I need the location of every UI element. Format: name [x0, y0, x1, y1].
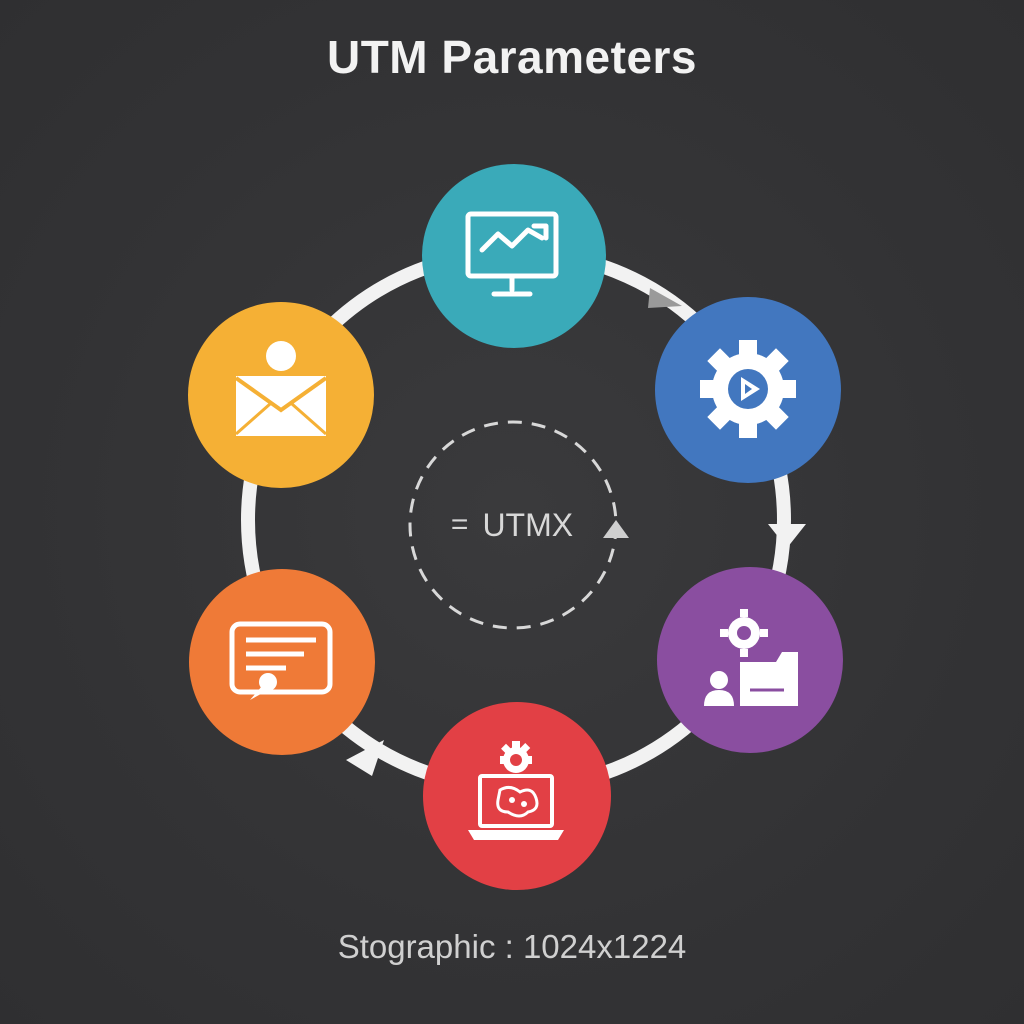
footer-caption: Stographic : 1024x1224 — [337, 928, 687, 965]
laptop-gear-icon — [468, 741, 564, 840]
node-laptop-settings — [423, 702, 611, 890]
user-folder-gear-icon — [704, 609, 798, 706]
monitor-chart-icon — [465, 211, 559, 297]
gear-play-icon — [700, 340, 796, 438]
node-settings-play — [655, 297, 841, 483]
center-label-text: UTMX — [482, 506, 574, 543]
banner-cursor-icon — [229, 621, 333, 700]
equals-icon: = — [450, 508, 469, 541]
envelope-user-icon — [234, 341, 328, 436]
center-label: = UTMX — [412, 500, 612, 550]
page-title: UTM Parameters — [326, 31, 698, 83]
node-analytics-monitor — [422, 164, 606, 348]
ring-arrow-top-right-icon — [648, 288, 682, 308]
node-ad-banner — [189, 569, 375, 755]
ring-arrow-right-icon — [768, 524, 806, 548]
node-email-user — [188, 302, 374, 488]
node-user-document-settings — [657, 567, 843, 753]
ring-arrow-bottom-left-icon — [346, 740, 384, 776]
inner-arrow-icon — [603, 520, 629, 538]
